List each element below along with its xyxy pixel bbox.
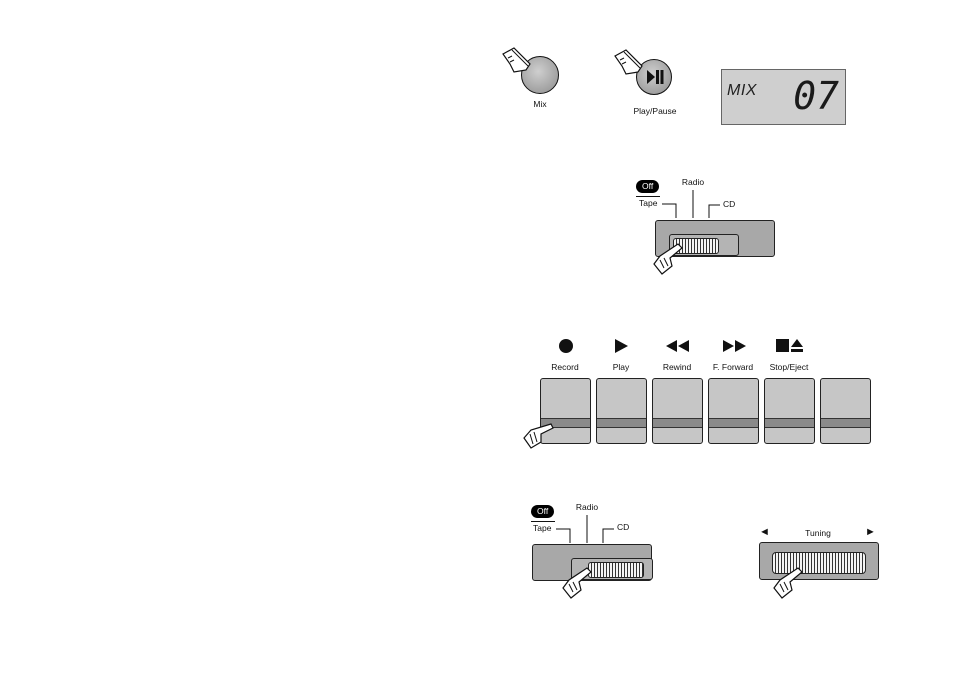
tape-label: Tape xyxy=(639,198,657,208)
off-label: Off xyxy=(531,505,554,518)
pointing-hand-icon xyxy=(770,566,810,602)
pointing-hand-icon xyxy=(559,566,599,602)
pause-key[interactable] xyxy=(820,378,871,444)
fast-forward-icon xyxy=(719,336,749,356)
tuning-label: Tuning xyxy=(805,528,831,538)
pointing-hand-icon xyxy=(650,242,690,278)
key-label-play: Play xyxy=(613,362,630,372)
play-icon xyxy=(606,336,636,356)
tuning-right-arrow: ► xyxy=(865,526,876,538)
selector-guide-lines xyxy=(660,188,724,220)
rewind-key[interactable] xyxy=(652,378,703,444)
pointing-hand-icon xyxy=(500,44,540,80)
cd-label: CD xyxy=(723,199,735,209)
off-label: Off xyxy=(636,180,659,193)
lcd-display: MIX 07 xyxy=(721,69,846,125)
divider xyxy=(531,521,555,522)
record-icon xyxy=(551,336,581,356)
key-label-record: Record xyxy=(551,362,578,372)
pointing-hand-icon xyxy=(521,420,561,452)
divider xyxy=(636,196,660,197)
rewind-icon xyxy=(663,336,693,356)
stop-eject-key[interactable] xyxy=(764,378,815,444)
key-label-rewind: Rewind xyxy=(663,362,691,372)
radio-label: Radio xyxy=(576,502,598,512)
play-key[interactable] xyxy=(596,378,647,444)
mix-label: Mix xyxy=(533,99,546,109)
cd-label: CD xyxy=(617,522,629,532)
play-pause-label: Play/Pause xyxy=(634,106,677,116)
tape-label: Tape xyxy=(533,523,551,533)
display-mode-text: MIX xyxy=(727,82,757,100)
key-label-stop-eject: Stop/Eject xyxy=(770,362,809,372)
fast-forward-key[interactable] xyxy=(708,378,759,444)
key-label-fast-forward: F. Forward xyxy=(713,362,753,372)
display-track-number: 07 xyxy=(793,74,839,118)
selector-guide-lines xyxy=(554,513,618,545)
pointing-hand-icon xyxy=(612,46,652,82)
tuning-left-arrow: ◄ xyxy=(759,526,770,538)
stop-eject-icon xyxy=(775,336,805,356)
radio-label: Radio xyxy=(682,177,704,187)
